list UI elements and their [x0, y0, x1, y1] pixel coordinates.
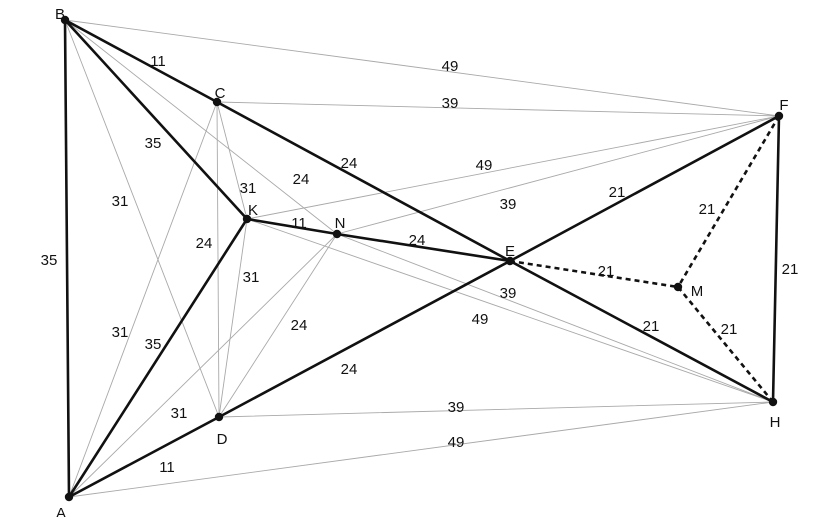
edge-f-h — [771, 114, 781, 404]
edge-weight-d-e: 24 — [341, 361, 358, 378]
edge-b-n — [64, 19, 338, 235]
edge-weight-b-n: 24 — [293, 171, 310, 188]
edge-f-m — [676, 115, 781, 288]
edge-weight-k-n: 11 — [291, 215, 307, 232]
edge-weight-k-h: 49 — [472, 311, 489, 328]
node-n — [332, 229, 342, 239]
edge-k-d — [218, 218, 248, 418]
edge-weight-k-f: 49 — [476, 157, 493, 174]
edge-weight-n-h: 39 — [500, 285, 517, 302]
node-b — [60, 15, 70, 25]
node-d — [214, 412, 224, 422]
edge-n-h — [336, 233, 774, 403]
node-label-e: E — [505, 243, 515, 260]
edge-n-f — [336, 115, 780, 235]
edge-a-h — [68, 401, 774, 498]
edge-n-a — [68, 233, 338, 498]
edge-b-d — [64, 19, 220, 418]
edge-weight-k-a: 35 — [145, 336, 162, 353]
edge-weight-e-h: 21 — [643, 318, 660, 335]
edge-weight-f-m: 21 — [699, 201, 716, 218]
edge-weight-c-k: 31 — [240, 180, 257, 197]
edge-b-a — [63, 18, 71, 499]
edge-weight-b-c: 11 — [150, 53, 166, 70]
edge-weight-c-e: 24 — [341, 155, 358, 172]
edge-n-e — [335, 232, 512, 263]
edge-weight-c-d: 24 — [196, 235, 213, 252]
node-h — [768, 397, 778, 407]
edge-weight-f-h: 21 — [782, 261, 799, 278]
node-m — [673, 282, 683, 292]
edge-weight-b-d: 31 — [112, 193, 129, 210]
edge-weight-b-a: 35 — [41, 252, 58, 269]
node-label-f: F — [779, 97, 788, 114]
node-label-b: B — [55, 6, 65, 23]
edge-c-a — [68, 101, 218, 498]
edge-weight-d-h: 39 — [448, 399, 465, 416]
edge-a-d — [67, 415, 221, 499]
edge-weight-b-f: 49 — [442, 58, 459, 75]
edge-k-a — [67, 217, 249, 499]
edge-c-e — [215, 100, 512, 263]
edge-weight-c-a: 31 — [112, 324, 129, 341]
node-label-n: N — [335, 215, 346, 232]
node-label-k: K — [248, 202, 258, 219]
edge-weight-k-d: 31 — [243, 269, 260, 286]
edge-weight-a-h: 49 — [448, 434, 465, 451]
edge-h-m — [676, 286, 775, 403]
edge-weight-n-d: 24 — [291, 317, 308, 334]
node-c — [212, 97, 222, 107]
edge-weight-c-f: 39 — [442, 95, 459, 112]
edge-weight-n-a: 31 — [171, 405, 188, 422]
edge-d-h — [218, 401, 774, 418]
edge-e-h — [508, 259, 775, 404]
edge-b-f — [64, 19, 780, 117]
node-k — [242, 214, 252, 224]
edge-n-d — [218, 233, 338, 418]
node-label-a: A — [56, 505, 66, 517]
node-a — [64, 492, 74, 502]
edge-c-d — [216, 101, 220, 418]
edge-layer — [63, 18, 781, 499]
edge-k-n — [245, 217, 339, 236]
edge-weight-a-d: 11 — [159, 459, 175, 476]
edge-e-m — [509, 259, 679, 289]
edge-k-f — [246, 115, 780, 220]
edge-e-f — [508, 114, 781, 263]
edge-c-k — [216, 101, 248, 220]
node-label-d: D — [217, 431, 228, 448]
edge-c-f — [216, 101, 780, 117]
node-e — [505, 256, 515, 266]
node-label-c: C — [215, 85, 226, 102]
edge-weight-e-m: 21 — [598, 263, 615, 280]
node-label-h: H — [770, 414, 781, 431]
node-f — [774, 111, 784, 121]
edge-b-c — [63, 18, 219, 104]
edge-b-k — [63, 18, 249, 221]
node-layer — [60, 15, 784, 502]
label-layer: 49 39 49 39 24 31 31 24 31 31 49 24 31 39 39 49 35 11 35 24… — [41, 6, 799, 517]
edge-weight-b-k: 35 — [145, 135, 162, 152]
edge-k-h — [246, 218, 774, 403]
edge-d-e — [217, 259, 512, 419]
edge-weight-h-m: 21 — [721, 321, 738, 338]
edge-weight-n-e: 24 — [409, 232, 426, 249]
edge-weight-e-f: 21 — [609, 184, 626, 201]
edge-weight-n-f: 39 — [500, 196, 517, 213]
node-label-m: M — [691, 283, 704, 300]
